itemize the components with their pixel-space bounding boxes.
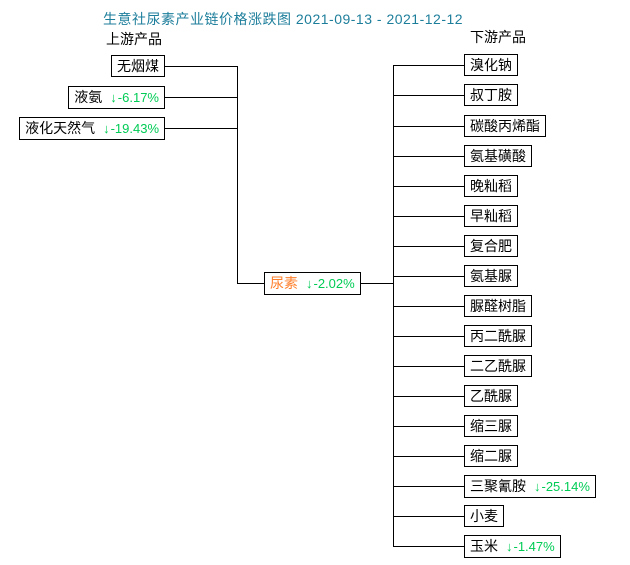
- node-wheat[interactable]: 小麦: [464, 505, 504, 527]
- node-label: 复合肥: [470, 238, 512, 254]
- connector-line: [237, 66, 238, 284]
- node-diacetylurea[interactable]: 二乙酰脲: [464, 355, 532, 377]
- node-compound-fertilizer[interactable]: 复合肥: [464, 235, 518, 257]
- node-label: 玉米: [470, 538, 498, 554]
- node-label: 氨基脲: [470, 268, 512, 284]
- node-label: 液氨: [74, 89, 103, 105]
- connector-line: [393, 216, 465, 217]
- node-label: 无烟煤: [117, 58, 159, 74]
- upstream-section-header: 上游产品: [106, 31, 162, 47]
- node-label: 脲醛树脂: [470, 298, 526, 314]
- node-liquid-ammonia[interactable]: 液氨 ↓-6.17%: [68, 86, 165, 109]
- node-label: 丙二酰脲: [470, 328, 526, 344]
- connector-line: [393, 246, 465, 247]
- connector-line: [393, 366, 465, 367]
- connector-line: [393, 65, 465, 66]
- node-propylene-carbonate[interactable]: 碳酸丙烯酯: [464, 115, 546, 137]
- connector-line: [393, 486, 465, 487]
- node-label: 早籼稻: [470, 208, 512, 224]
- connector-line: [393, 426, 465, 427]
- down-arrow-icon: ↓: [506, 539, 513, 554]
- node-label: 溴化钠: [470, 57, 512, 73]
- connector-line: [393, 126, 465, 127]
- connector-line: [393, 516, 465, 517]
- node-label: 氨基磺酸: [470, 148, 526, 164]
- change-value: ↓-25.14%: [534, 479, 590, 494]
- node-tert-butylamine[interactable]: 叔丁胺: [464, 84, 518, 106]
- connector-line: [165, 128, 238, 129]
- node-label: 晚籼稻: [470, 178, 512, 194]
- node-label: 尿素: [270, 275, 298, 291]
- change-value: ↓-6.17%: [110, 90, 159, 105]
- change-value: ↓-2.02%: [306, 276, 355, 291]
- node-triuret[interactable]: 缩三脲: [464, 415, 518, 437]
- node-label: 缩二脲: [470, 448, 512, 464]
- node-label: 缩三脲: [470, 418, 512, 434]
- change-value: ↓-1.47%: [506, 539, 555, 554]
- node-label: 乙酰脲: [470, 388, 512, 404]
- connector-line: [393, 186, 465, 187]
- node-semicarbazide[interactable]: 氨基脲: [464, 265, 518, 287]
- connector-line: [165, 66, 238, 67]
- downstream-section-header: 下游产品: [470, 29, 526, 45]
- node-late-indica-rice[interactable]: 晚籼稻: [464, 175, 518, 197]
- node-label: 二乙酰脲: [470, 358, 526, 374]
- down-arrow-icon: ↓: [306, 276, 313, 291]
- node-biuret[interactable]: 缩二脲: [464, 445, 518, 467]
- node-corn[interactable]: 玉米 ↓-1.47%: [464, 535, 561, 558]
- connector-line: [393, 276, 465, 277]
- node-sulfamic-acid[interactable]: 氨基磺酸: [464, 145, 532, 167]
- node-urea-formaldehyde-resin[interactable]: 脲醛树脂: [464, 295, 532, 317]
- node-label: 叔丁胺: [470, 87, 512, 103]
- down-arrow-icon: ↓: [110, 90, 117, 105]
- node-lng[interactable]: 液化天然气 ↓-19.43%: [19, 117, 165, 140]
- change-value: ↓-19.43%: [103, 121, 159, 136]
- node-anthracite[interactable]: 无烟煤: [111, 55, 165, 77]
- down-arrow-icon: ↓: [534, 479, 541, 494]
- node-label: 液化天然气: [25, 120, 96, 136]
- node-label: 小麦: [470, 508, 498, 524]
- connector-line: [393, 95, 465, 96]
- connector-line: [393, 336, 465, 337]
- connector-line: [393, 156, 465, 157]
- node-malonylurea[interactable]: 丙二酰脲: [464, 325, 532, 347]
- connector-line: [393, 546, 465, 547]
- connector-line: [165, 97, 238, 98]
- node-melamine[interactable]: 三聚氰胺 ↓-25.14%: [464, 475, 596, 498]
- node-urea[interactable]: 尿素 ↓-2.02%: [264, 272, 361, 295]
- node-acetylurea[interactable]: 乙酰脲: [464, 385, 518, 407]
- down-arrow-icon: ↓: [103, 121, 110, 136]
- connector-line: [393, 456, 465, 457]
- node-label: 三聚氰胺: [470, 478, 526, 494]
- node-sodium-bromide[interactable]: 溴化钠: [464, 54, 518, 76]
- connector-line: [393, 306, 465, 307]
- node-label: 碳酸丙烯酯: [470, 118, 540, 134]
- connector-line: [393, 396, 465, 397]
- node-early-indica-rice[interactable]: 早籼稻: [464, 205, 518, 227]
- diagram-title: 生意社尿素产业链价格涨跌图 2021-09-13 - 2021-12-12: [103, 11, 464, 27]
